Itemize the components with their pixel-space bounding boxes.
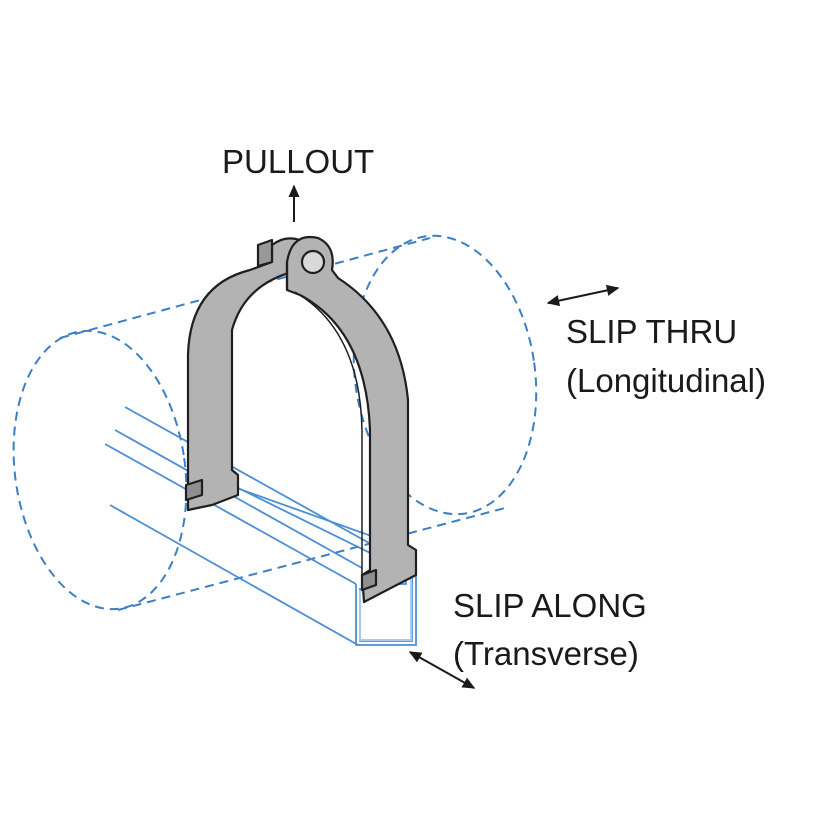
label-longitudinal: (Longitudinal): [566, 362, 766, 399]
label-slip-thru: SLIP THRU: [566, 313, 737, 350]
label-transverse: (Transverse): [453, 635, 639, 672]
strut-channel: [104, 406, 417, 646]
slip-thru-arrow: [546, 284, 620, 307]
clamp-bolt: [256, 238, 274, 268]
slip-along-arrow: [408, 651, 476, 689]
pipe-top-edge: [59, 237, 431, 339]
clamp-back-strap: [186, 237, 302, 512]
pipe-outline: [12, 234, 538, 611]
label-pullout: PULLOUT: [222, 143, 374, 180]
clamp-front-edge-inner: [294, 291, 363, 575]
clamp-front-foot: [360, 568, 378, 592]
clamp-back-foot: [184, 478, 204, 502]
pipe-end-near: [12, 329, 188, 611]
pipe-end-far: [352, 234, 538, 516]
clamp-bolt-hole: [300, 249, 326, 275]
clamp-front-strap: [285, 235, 418, 604]
pipe-clamp: [184, 235, 418, 604]
label-slip-along: SLIP ALONG: [453, 587, 647, 624]
